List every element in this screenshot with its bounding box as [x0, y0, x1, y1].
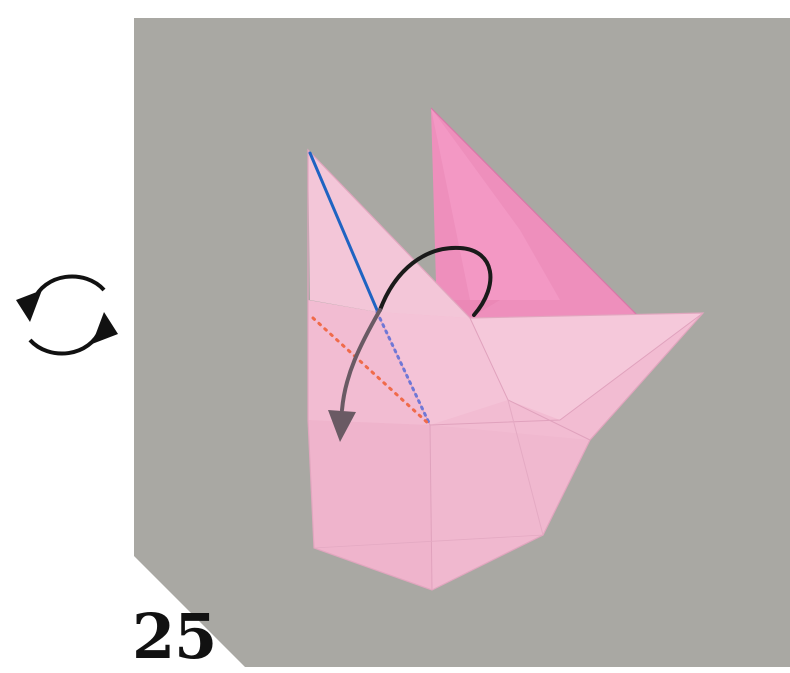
step-number: 25	[132, 606, 216, 668]
rotate-arrows-icon	[16, 276, 118, 353]
